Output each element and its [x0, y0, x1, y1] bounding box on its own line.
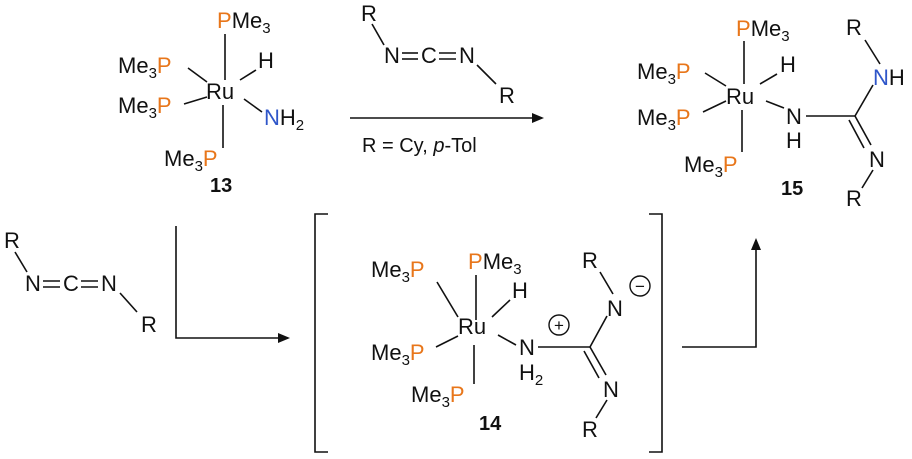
carbon-label: C — [63, 271, 79, 296]
nh-label: NH — [873, 65, 905, 90]
compound-number-15: 15 — [781, 178, 803, 200]
bond-ru-h — [491, 299, 511, 318]
bond-ru-nh2 — [243, 98, 263, 113]
pme3-label: Me3P — [164, 146, 218, 175]
pme3-label: Me3P — [118, 53, 172, 82]
nitrogen-label: N — [607, 296, 623, 321]
bond-n-r — [864, 39, 881, 65]
double-bond-c-n — [589, 346, 607, 376]
bond-r-n — [371, 23, 385, 46]
amide-label: NH2 — [264, 105, 304, 134]
nitrogen-label: N — [25, 271, 41, 296]
pme3-label: Me3P — [371, 257, 425, 286]
r-group-label: R — [846, 15, 862, 40]
pme3-label: PMe3 — [736, 16, 790, 45]
r-group-label: R — [499, 83, 515, 108]
nitrogen-label: N — [101, 271, 117, 296]
p-atom: PMe3 — [217, 8, 271, 37]
bond-n-r — [599, 271, 614, 295]
negative-charge-circle — [629, 275, 651, 297]
bond-ru-h — [239, 69, 257, 81]
carbodiimide-reagent-left: R N C N R — [4, 228, 157, 337]
ruthenium-label: Ru — [458, 314, 486, 339]
pme3-label: Me3P — [118, 93, 172, 122]
r-group-label: R — [361, 1, 377, 26]
pme3-label: PMe3 — [468, 249, 522, 278]
carbon-label: C — [421, 43, 437, 68]
double-bond-c-n — [583, 350, 600, 379]
bracket-right — [649, 213, 663, 453]
compound-number-13: 13 — [210, 175, 232, 197]
nitrogen-label: N — [459, 43, 475, 68]
bond-c-n-minus — [589, 315, 608, 348]
nitrogen-label: N — [603, 377, 619, 402]
bond-ru-pme3-left — [435, 335, 459, 348]
bond-ru-nh2 — [497, 334, 517, 346]
pme3-label: Me3P — [411, 382, 465, 411]
bond-n-r — [476, 64, 497, 85]
bond-ru-pme3-upper-left — [187, 67, 208, 83]
r-group-label: R — [846, 186, 862, 211]
pme3-label: Me3P — [637, 105, 691, 134]
double-bond-c-n — [854, 115, 872, 146]
bond-n-r — [595, 399, 608, 419]
nitrogen-label: N — [519, 335, 535, 360]
pme3-label: Me3P — [371, 340, 425, 369]
positive-charge-label: + — [554, 316, 564, 335]
reaction-arrow-to-product — [682, 238, 761, 348]
hydride-label: H — [512, 278, 528, 303]
bond-ru-pme3-upper-left — [436, 281, 459, 318]
r-group-label: R — [141, 312, 157, 337]
reaction-conditions: R = Cy, p-Tol — [362, 135, 477, 157]
ruthenium-label: Ru — [726, 84, 754, 109]
positive-charge-circle — [548, 314, 570, 336]
carbodiimide-reagent-top: R N C N R — [361, 1, 515, 108]
intermediate-14: PMe3 Me3P H Ru Me3P Me3P 14 N H2 + N − R… — [371, 248, 651, 442]
bond-ru-h — [759, 73, 778, 85]
nitrogen-label: N — [869, 147, 885, 172]
bond-ru-pme3-left — [183, 96, 208, 105]
hydrogen-label: H — [786, 128, 802, 153]
bond-ru-pme3-upper-left — [704, 72, 727, 87]
bond-n-r — [119, 292, 138, 313]
hydride-label: H — [258, 48, 274, 73]
h2-label: H2 — [519, 360, 543, 389]
pme3-label: Me3P — [684, 152, 738, 181]
bond-r-n — [14, 251, 28, 273]
ruthenium-label: Ru — [206, 79, 234, 104]
compound-15: PMe3 Me3P H Ru Me3P Me3P 15 N H NH R N R — [637, 15, 905, 211]
compound-number-14: 14 — [479, 413, 502, 435]
r-group-label: R — [582, 248, 598, 273]
negative-charge-label: − — [635, 277, 645, 296]
bond-ru-pme3-left — [702, 100, 727, 113]
reaction-arrow-to-intermediate — [175, 226, 290, 343]
bond-ru-nh — [765, 100, 785, 109]
compound-13: PMe3 Me3P H Ru Me3P NH2 Me3P 13 — [118, 8, 304, 197]
double-bond-c-n — [848, 119, 865, 149]
nitrogen-label: N — [786, 104, 802, 129]
bond-c-nh — [854, 84, 874, 117]
r-group-label: R — [582, 417, 598, 442]
bracket-left — [314, 213, 328, 453]
hydride-label: H — [780, 52, 796, 77]
r-group-label: R — [4, 228, 20, 253]
pme3-label: Me3P — [637, 59, 691, 88]
bond-n-r — [861, 169, 874, 189]
nitrogen-label: N — [384, 43, 400, 68]
